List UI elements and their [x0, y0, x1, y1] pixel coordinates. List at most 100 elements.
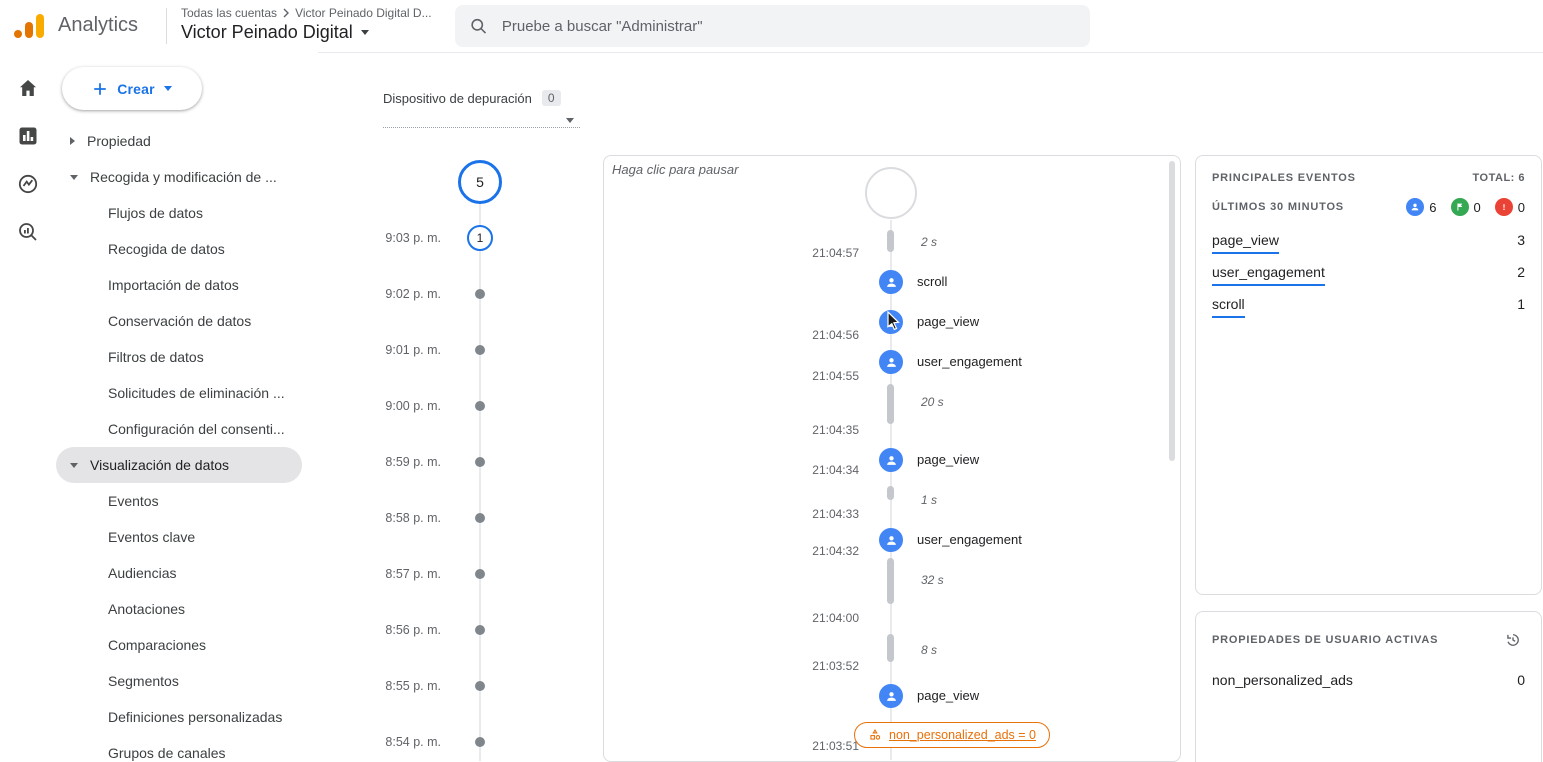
- sidebar-item-importacion-de-datos[interactable]: Importación de datos: [108, 277, 239, 293]
- create-button[interactable]: Crear: [62, 67, 202, 110]
- minute-time-label: 9:01 p. m.: [385, 343, 441, 357]
- chevron-right-icon: [70, 137, 75, 145]
- analytics-logo-icon[interactable]: [14, 11, 46, 41]
- sidebar-section-label: Visualización de datos: [90, 457, 230, 473]
- breadcrumb[interactable]: Todas las cuentas Victor Peinado Digital…: [181, 6, 432, 20]
- sidebar-item-conservacion-de-datos[interactable]: Conservación de datos: [108, 313, 252, 329]
- breadcrumb-chevron-icon: [283, 8, 290, 18]
- user-property-pill[interactable]: non_personalized_ads = 0: [854, 722, 1050, 748]
- chevron-down-icon: [70, 174, 78, 180]
- current-minute-bubble[interactable]: 5: [458, 160, 502, 204]
- search-input[interactable]: [499, 16, 1076, 36]
- stream-event[interactable]: user_engagement: [879, 528, 1022, 552]
- minute-dot[interactable]: [475, 681, 485, 691]
- sidebar-item-configuracion-del-consentimiento[interactable]: Configuración del consenti...: [108, 421, 285, 437]
- app-name: Analytics: [58, 14, 139, 36]
- event-icon: [879, 448, 903, 472]
- top-events-card: PRINCIPALES EVENTOS TOTAL: 6 ÚLTIMOS 30 …: [1195, 155, 1542, 595]
- event-icon: [879, 528, 903, 552]
- events-icon: [1406, 198, 1425, 216]
- top-event-row[interactable]: user_engagement 2: [1196, 264, 1541, 296]
- sidebar-item-eventos-clave[interactable]: Eventos clave: [108, 529, 196, 545]
- gap-duration-label: 8 s: [921, 643, 938, 657]
- seconds-stream-panel[interactable]: Haga clic para pausar 2 s 20 s 1 s 32 s …: [603, 155, 1181, 762]
- stream-time-label: 21:04:57: [812, 246, 859, 260]
- event-icon: [879, 270, 903, 294]
- sidebar-section-propiedad[interactable]: Propiedad: [56, 123, 318, 159]
- sidebar-item-audiencias[interactable]: Audiencias: [108, 565, 177, 581]
- current-second-circle: [865, 167, 917, 219]
- gap-duration-label: 2 s: [921, 235, 938, 249]
- debug-device-selector[interactable]: Dispositivo de depuración 0: [383, 90, 561, 106]
- error-icon: [1494, 198, 1513, 216]
- minute-dot[interactable]: [475, 289, 485, 299]
- minute-time-label: 8:57 p. m.: [385, 567, 441, 581]
- advertising-icon[interactable]: [8, 212, 48, 252]
- sidebar-item-segmentos[interactable]: Segmentos: [108, 673, 179, 689]
- sidebar-item-comparaciones[interactable]: Comparaciones: [108, 637, 207, 653]
- device-chevron-down-icon[interactable]: [566, 118, 574, 123]
- sidebar-item-recogida-de-datos[interactable]: Recogida de datos: [108, 241, 225, 257]
- explore-icon[interactable]: [8, 164, 48, 204]
- key-events-counter[interactable]: 0: [1450, 198, 1481, 216]
- history-icon[interactable]: [1501, 628, 1525, 652]
- device-selector-label: Dispositivo de depuración: [383, 90, 532, 106]
- reports-icon[interactable]: [8, 116, 48, 156]
- sidebar-item-eventos[interactable]: Eventos: [108, 493, 159, 509]
- stream-event[interactable]: page_view: [879, 448, 979, 472]
- stream-event[interactable]: page_view: [879, 310, 979, 334]
- minute-dot[interactable]: [475, 513, 485, 523]
- account-chevron-down-icon: [360, 30, 369, 35]
- gap-duration-label: 32 s: [921, 573, 944, 587]
- stream-event[interactable]: scroll: [879, 270, 947, 294]
- header-divider: [166, 8, 167, 44]
- stream-time-label: 21:04:55: [812, 369, 859, 383]
- minute-time-label: 8:55 p. m.: [385, 679, 441, 693]
- minute-dot[interactable]: [475, 737, 485, 747]
- minute-bubble[interactable]: 1: [467, 225, 493, 251]
- stream-event[interactable]: user_engagement: [879, 350, 1022, 374]
- user-property-row[interactable]: non_personalized_ads 0: [1212, 672, 1525, 688]
- sidebar-item-anotaciones[interactable]: Anotaciones: [108, 601, 186, 617]
- events-counter[interactable]: 6: [1406, 198, 1437, 216]
- gap-bar: [887, 634, 894, 662]
- sidebar-item-solicitudes-de-eliminacion[interactable]: Solicitudes de eliminación ...: [108, 385, 285, 401]
- top-event-row[interactable]: page_view 3: [1196, 232, 1541, 264]
- sidebar-item-flujos-de-datos[interactable]: Flujos de datos: [108, 205, 203, 221]
- stream-time-label: 21:04:32: [812, 544, 859, 558]
- minute-dot[interactable]: [475, 401, 485, 411]
- device-count-badge: 0: [541, 90, 561, 106]
- minute-dot[interactable]: [475, 569, 485, 579]
- top-event-row[interactable]: scroll 1: [1196, 296, 1541, 328]
- sidebar-item-definiciones-personalizadas[interactable]: Definiciones personalizadas: [108, 709, 283, 725]
- stream-time-label: 21:04:56: [812, 328, 859, 342]
- event-icon: [879, 684, 903, 708]
- home-icon[interactable]: [8, 68, 48, 108]
- stream-time-label: 21:04:33: [812, 507, 859, 521]
- account-name: Victor Peinado Digital: [181, 22, 353, 42]
- sidebar-item-filtros-de-datos[interactable]: Filtros de datos: [108, 349, 204, 365]
- sidebar-item-grupos-de-canales[interactable]: Grupos de canales: [108, 745, 226, 761]
- breadcrumb-root[interactable]: Todas las cuentas: [181, 6, 278, 20]
- minute-dot[interactable]: [475, 345, 485, 355]
- event-type-counters: 6 0 0: [1406, 198, 1525, 216]
- minutes-timeline: 5 9:03 p. m. 1 9:02 p. m. 9:01 p. m. 9:0…: [383, 155, 513, 762]
- stream-scrollbar[interactable]: [1169, 161, 1175, 461]
- breadcrumb-current[interactable]: Victor Peinado Digital D...: [295, 6, 432, 20]
- sidebar-section-visualizacion-de-datos[interactable]: Visualización de datos: [56, 447, 302, 483]
- search-bar[interactable]: [455, 5, 1090, 47]
- account-selector[interactable]: Victor Peinado Digital: [181, 22, 369, 43]
- minute-time-label: 9:03 p. m.: [385, 231, 441, 245]
- minute-time-label: 8:54 p. m.: [385, 735, 441, 749]
- search-icon: [471, 18, 487, 34]
- errors-counter[interactable]: 0: [1494, 198, 1525, 216]
- create-chevron-down-icon[interactable]: [163, 86, 172, 91]
- gap-duration-label: 1 s: [921, 493, 938, 507]
- minute-dot[interactable]: [475, 457, 485, 467]
- gap-bar: [887, 384, 894, 424]
- sidebar-section-recogida[interactable]: Recogida y modificación de ...: [56, 159, 318, 195]
- window-label: ÚLTIMOS 30 MINUTOS: [1212, 201, 1344, 213]
- stream-event[interactable]: page_view: [879, 684, 979, 708]
- minute-dot[interactable]: [475, 625, 485, 635]
- stream-time-label: 21:03:52: [812, 659, 859, 673]
